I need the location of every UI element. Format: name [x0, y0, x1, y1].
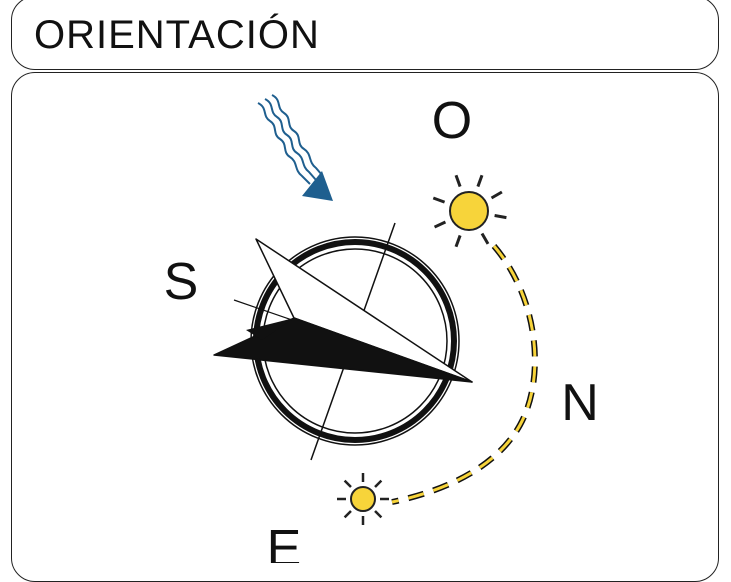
direction-label-west: O [432, 92, 472, 150]
wind-arrowhead [302, 171, 333, 201]
compass-icon [213, 222, 473, 461]
wind-line [264, 98, 317, 181]
sun-path [391, 244, 538, 505]
title-panel [11, 0, 719, 70]
direction-label-north: N [561, 374, 599, 432]
page-title: ORIENTACIÓN [34, 13, 320, 57]
sun-icon [432, 174, 507, 248]
wind-line [271, 94, 323, 176]
sun-icon [337, 473, 389, 525]
wind-arrow-icon [257, 94, 333, 201]
direction-label-east: E [267, 520, 302, 563]
direction-label-south: S [164, 253, 199, 311]
wind-line [257, 102, 311, 185]
orientation-diagram: O S N E [164, 92, 599, 563]
